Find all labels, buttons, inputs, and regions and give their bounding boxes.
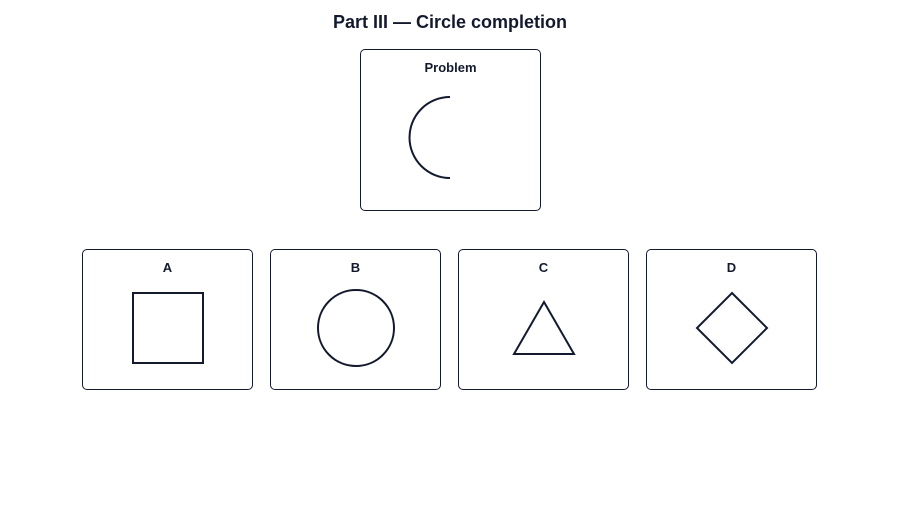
diamond-figure xyxy=(695,291,769,365)
option-a-card[interactable]: A xyxy=(82,249,253,390)
circle-figure xyxy=(317,289,395,367)
circle-shape xyxy=(317,289,395,367)
option-b-label: B xyxy=(350,260,361,275)
option-b-card[interactable]: B xyxy=(270,249,441,390)
diamond-shape xyxy=(695,291,769,365)
problem-card: Problem xyxy=(360,49,541,211)
square-shape xyxy=(132,292,204,364)
page-title: Part III — Circle completion xyxy=(332,12,568,32)
triangle-shape xyxy=(512,299,576,355)
option-a-label: A xyxy=(162,260,173,275)
option-c-label: C xyxy=(538,260,549,275)
half-circle-arc xyxy=(408,96,451,179)
option-d-label: D xyxy=(726,260,737,275)
option-d-card[interactable]: D xyxy=(646,249,817,390)
half-circle-arc-figure xyxy=(408,96,451,179)
problem-label: Problem xyxy=(424,60,477,75)
triangle-figure xyxy=(512,299,576,355)
option-c-card[interactable]: C xyxy=(458,249,629,390)
square-figure xyxy=(132,292,204,364)
